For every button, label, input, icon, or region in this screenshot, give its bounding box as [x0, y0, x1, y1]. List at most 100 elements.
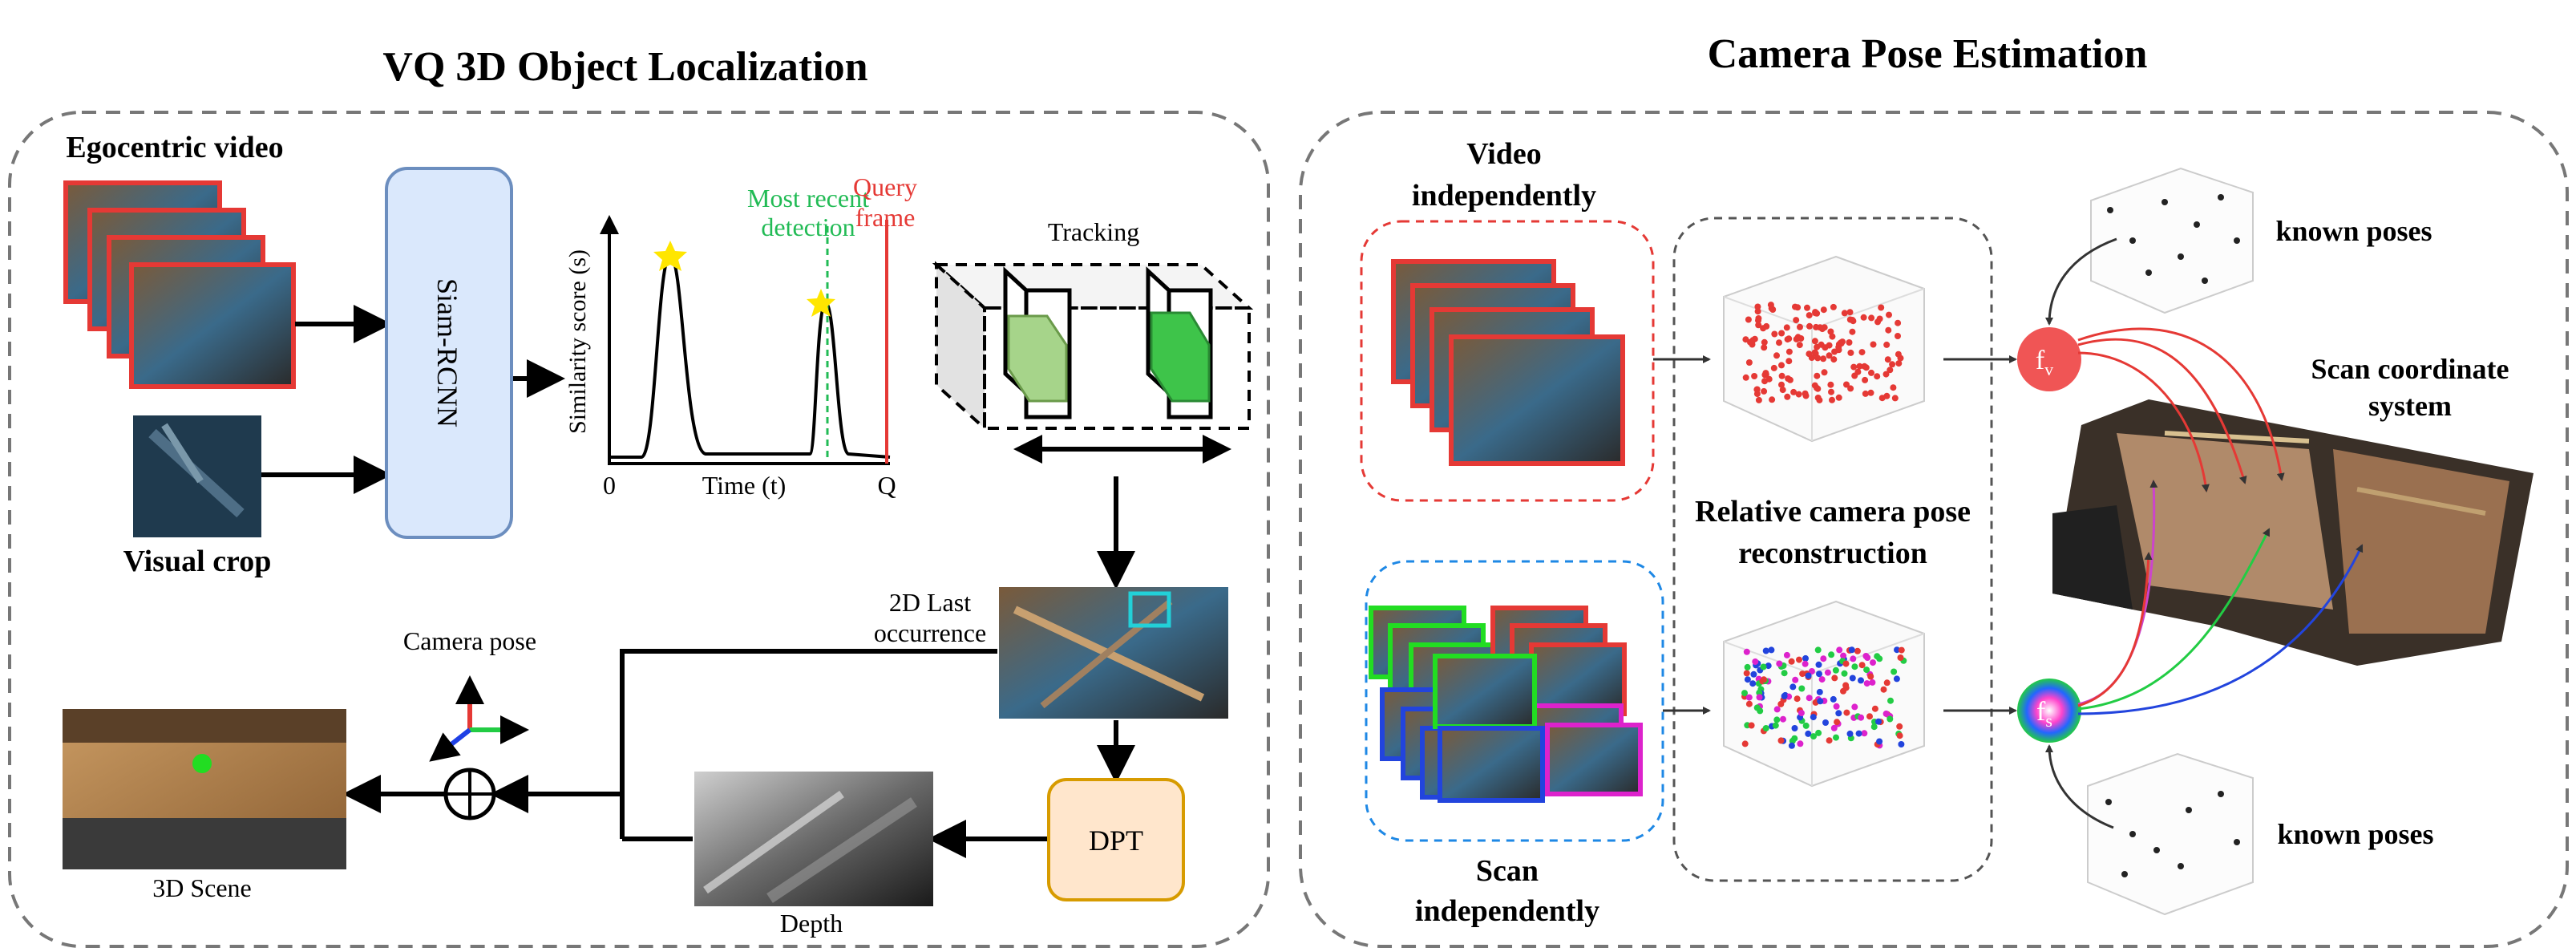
- point-cloud-dot: [1897, 654, 1904, 661]
- point-cloud-dot: [1870, 659, 1876, 666]
- scan-group-box: [1365, 560, 1664, 842]
- point-cloud-dot: [1830, 724, 1838, 731]
- point-cloud-dot: [1760, 663, 1767, 670]
- point-cloud-dot: [1776, 660, 1783, 667]
- point-cloud-dot: [1894, 646, 1900, 654]
- point-cloud-dot: [1810, 733, 1817, 740]
- point-cloud-dot: [1861, 730, 1868, 737]
- point-cloud-dot: [1743, 670, 1750, 677]
- video-point-cloud: [1723, 255, 1925, 443]
- right-panel-title: Camera Pose Estimation: [1708, 31, 2148, 77]
- point-cloud-dot: [1848, 646, 1855, 654]
- known-top-to-fv-arrow: [2045, 237, 2117, 326]
- known-poses-bottom-label: known poses: [2277, 818, 2433, 850]
- point-cloud-dot: [1831, 675, 1838, 682]
- point-cloud-dot: [1832, 666, 1839, 674]
- point-cloud-dot: [1887, 367, 1894, 374]
- point-cloud-dot: [1772, 722, 1779, 729]
- point-cloud-dot: [1811, 338, 1818, 345]
- point-cloud-dot: [1862, 390, 1869, 397]
- point-cloud-dot: [1842, 684, 1850, 691]
- point-cloud-dot: [1820, 655, 1827, 662]
- peak-star-2: [807, 289, 835, 317]
- point-cloud-dot: [1802, 722, 1810, 729]
- point-cloud-dot: [1860, 314, 1867, 321]
- scan-point-cloud: [1723, 600, 1925, 788]
- visual-crop-label: Visual crop: [123, 545, 272, 578]
- point-cloud-dot: [1830, 356, 1838, 363]
- point-cloud-dot: [1828, 651, 1835, 658]
- peak-star-1: [653, 241, 687, 271]
- point-cloud-dot: [1762, 725, 1769, 731]
- point-cloud-dot: [1835, 346, 1842, 354]
- video-frames: [1391, 259, 1625, 466]
- point-cloud-dot: [1850, 363, 1858, 371]
- 3d-scene-image: [63, 709, 346, 869]
- point-cloud-dot: [1773, 716, 1781, 723]
- point-cloud-dot: [1743, 648, 1750, 655]
- point-cloud-dot: [1750, 670, 1757, 678]
- point-cloud-dot: [1806, 350, 1813, 358]
- point-cloud-dot: [1768, 646, 1775, 654]
- point-cloud-dot: [1882, 710, 1890, 717]
- point-cloud-dot: [1834, 719, 1841, 726]
- point-cloud-dot: [1890, 384, 1897, 391]
- point-cloud-dot: [1767, 302, 1774, 309]
- chart-xlabel: Time (t): [702, 471, 787, 500]
- known-bottom-to-fs-arrow: [2045, 744, 2114, 829]
- fv-node-label: fv: [2036, 346, 2053, 379]
- point-cloud-dot: [1820, 306, 1827, 314]
- point-cloud-dot: [1754, 308, 1761, 315]
- point-cloud-dot: [1752, 658, 1759, 665]
- similarity-chart: Similarity score (s) Time (t) 0 Q Most r…: [564, 172, 917, 500]
- last-occurrence-label-1: 2D Last: [889, 588, 971, 617]
- point-cloud-dot: [1804, 304, 1810, 311]
- point-cloud-dot: [1843, 381, 1850, 388]
- point-cloud-dot: [1814, 646, 1822, 654]
- point-cloud-dot: [1745, 359, 1753, 366]
- point-cloud-dot: [1826, 352, 1833, 359]
- point-cloud-dot: [1805, 730, 1812, 737]
- point-cloud-dot: [1769, 396, 1776, 403]
- point-cloud-dot: [1794, 304, 1802, 311]
- point-cloud-dot: [1876, 738, 1883, 745]
- point-cloud-dot: [1891, 395, 1899, 402]
- point-cloud-dot: [1788, 742, 1795, 749]
- point-cloud-dot: [1755, 322, 1762, 329]
- scan-coordinate-label-1: Scan coordinate: [2311, 353, 2509, 385]
- point-cloud-dot: [1858, 677, 1864, 684]
- camera-pose-axes: [429, 675, 529, 762]
- point-cloud-dot: [1806, 312, 1813, 319]
- point-cloud-dot: [1785, 358, 1793, 365]
- query-frame-label-2: frame: [855, 203, 916, 232]
- video-group-box: [1360, 220, 1655, 502]
- scan-point-dots: [1741, 646, 1907, 749]
- similarity-curve: [609, 253, 891, 459]
- point-cloud-dot: [1749, 680, 1757, 687]
- point-cloud-dot: [1821, 369, 1828, 376]
- point-cloud-dot: [1867, 673, 1874, 680]
- point-cloud-dot: [1863, 680, 1870, 687]
- point-cloud-dot: [1836, 646, 1843, 654]
- left-panel-title: VQ 3D Object Localization: [382, 44, 867, 90]
- point-cloud-dot: [1755, 396, 1762, 403]
- point-cloud-dot: [1815, 661, 1822, 668]
- point-cloud-dot: [1762, 647, 1769, 654]
- fv-node: [2017, 327, 2081, 391]
- point-cloud-dot: [1747, 338, 1753, 346]
- depth-label: Depth: [780, 909, 843, 938]
- point-cloud-dot: [1866, 713, 1873, 720]
- point-cloud-dot: [1885, 326, 1892, 334]
- point-cloud-dot: [1847, 349, 1854, 356]
- video-point-dots: [1742, 302, 1904, 403]
- point-cloud-dot: [1878, 304, 1885, 311]
- point-cloud-dot: [1771, 330, 1778, 338]
- point-cloud-dot: [1830, 303, 1837, 310]
- camera-pose-label: Camera pose: [403, 626, 536, 655]
- point-cloud-dot: [1898, 646, 1905, 654]
- point-cloud-dot: [1835, 710, 1842, 717]
- scan-independently-label-1: Scan: [1476, 854, 1539, 888]
- most-recent-label-2: detection: [761, 213, 855, 241]
- scan-frames: [1369, 606, 1643, 803]
- point-cloud-dot: [1889, 361, 1896, 368]
